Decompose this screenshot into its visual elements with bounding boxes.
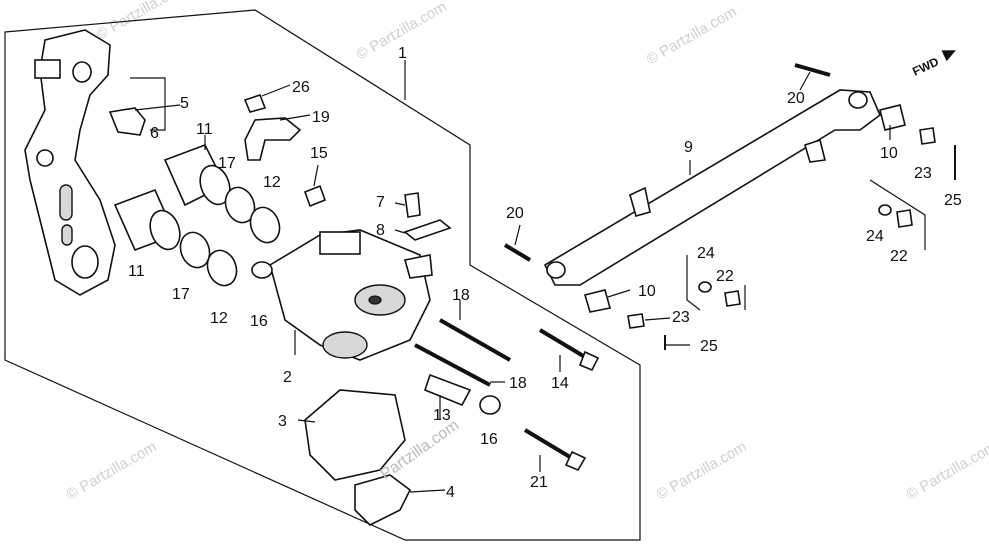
callout-1: 1: [398, 45, 407, 62]
retainer-clip-part: [108, 107, 146, 136]
bolt-part: [523, 428, 577, 462]
callout-16: 16: [250, 313, 268, 330]
nut-part: [896, 209, 913, 228]
leader-line: [130, 77, 166, 131]
callout-10: 10: [880, 145, 898, 162]
forward-direction-indicator: FWD: [910, 50, 956, 79]
nut-part: [919, 127, 936, 145]
piston-lower: [113, 188, 181, 252]
group-bracket: [869, 179, 926, 250]
caliper-bracket: [24, 29, 116, 296]
nut-part: [724, 290, 741, 307]
watermark: © Partzilla.com: [644, 3, 740, 68]
callout-24: 24: [866, 228, 884, 245]
watermark: © Partzilla.com: [94, 0, 190, 43]
callout-25: 25: [700, 338, 718, 355]
callout-9: 9: [684, 139, 693, 156]
callout-4: 4: [446, 484, 455, 501]
pad-pin-part: [414, 343, 491, 387]
collar-part: [879, 104, 906, 131]
callout-16: 16: [480, 431, 498, 448]
callout-26: 26: [292, 79, 310, 96]
callout-23: 23: [914, 165, 932, 182]
bolt-part: [538, 328, 592, 362]
pad-pin-part: [439, 318, 511, 362]
callout-6: 6: [150, 125, 159, 142]
dust-seal: [206, 249, 238, 287]
callout-11: 11: [196, 121, 213, 138]
callout-20: 20: [506, 205, 524, 222]
callout-19: 19: [312, 109, 330, 126]
fwd-label: FWD: [910, 54, 941, 78]
dust-seal: [249, 206, 281, 244]
leader-lines: [134, 71, 891, 493]
watermark: © Partzilla.com: [904, 438, 989, 503]
washer-part: [698, 281, 712, 293]
callout-13: 13: [433, 407, 451, 424]
callout-17: 17: [218, 155, 236, 172]
pin-boot: [479, 395, 501, 415]
washer-part: [878, 204, 892, 216]
torque-link-rod: [543, 89, 881, 286]
callout-14: 14: [551, 375, 569, 392]
bolt-head: [578, 350, 600, 372]
callout-18: 18: [452, 287, 470, 304]
callout-5: 5: [180, 95, 189, 112]
callout-15: 15: [310, 145, 328, 162]
bolt-head: [564, 450, 587, 472]
callout-8: 8: [376, 222, 385, 239]
bolt-part: [404, 192, 421, 218]
callout-22: 22: [890, 248, 908, 265]
arrow-icon: [941, 50, 956, 62]
bolt-part: [794, 63, 831, 77]
nut-part: [627, 313, 645, 329]
bleeder-cap-part: [243, 93, 267, 113]
callout-10: 10: [638, 283, 656, 300]
callout-23: 23: [672, 309, 690, 326]
callout-12: 12: [210, 310, 228, 327]
sleeve-part: [424, 373, 472, 407]
brake-pad-set: [304, 389, 406, 481]
hose-bracket-part: [244, 117, 302, 161]
pad-shim: [354, 474, 412, 526]
callout-20: 20: [787, 90, 805, 107]
bolt-part: [503, 243, 532, 262]
piston-upper: [163, 143, 231, 207]
pipe-part: [403, 219, 452, 241]
callout-22: 22: [716, 268, 734, 285]
callout-17: 17: [172, 286, 190, 303]
callout-2: 2: [283, 369, 292, 386]
caliper-body: [269, 229, 433, 361]
pin-boot: [251, 261, 273, 279]
callout-25: 25: [944, 192, 962, 209]
callout-12: 12: [263, 174, 281, 191]
callout-24: 24: [697, 245, 715, 262]
callout-21: 21: [530, 474, 548, 491]
callout-18: 18: [509, 375, 527, 392]
callout-3: 3: [278, 413, 287, 430]
caliper-assembly-outline: [4, 9, 641, 541]
callout-labels: 1 2 3 4 5 6 7 8 9 10 10 11 11 12 12 13 1…: [128, 45, 962, 501]
piston-seal: [224, 186, 256, 224]
group-bracket: [686, 255, 701, 311]
watermark: © Partzilla.com: [654, 438, 750, 503]
callout-11: 11: [128, 263, 145, 280]
collar-part: [583, 289, 612, 313]
bleeder-valve-part: [303, 184, 327, 208]
watermark: © Partzilla.com: [64, 438, 160, 503]
piston-seal: [179, 231, 211, 269]
callout-7: 7: [376, 194, 385, 211]
